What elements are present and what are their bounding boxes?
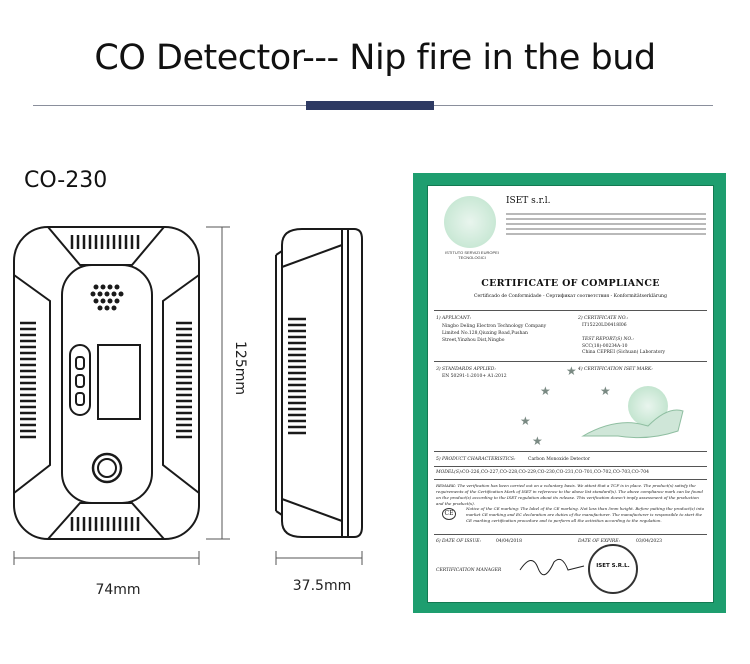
models-value: CO-226,CO-227,CO-228,CO-229,CO-230,CO-23… (462, 470, 649, 475)
front-faceplate (61, 264, 153, 504)
certificate-issuer: ISET s.r.l. (506, 196, 551, 206)
depth-dimension-label: 37.5mm (292, 578, 352, 594)
notice-text: Notice of the CE marking: The label of t… (466, 506, 705, 523)
product-value: Carbon Monoxide Detector (528, 457, 591, 462)
star-icon: ★ (520, 414, 531, 428)
model-label: CO-230 (24, 168, 108, 193)
star-icon: ★ (600, 384, 611, 398)
manager-label: CERTIFICATION MANAGER (436, 568, 502, 573)
test-button (91, 452, 123, 484)
width-dimension-label: 74mm (95, 582, 141, 598)
expire-date-label: DATE OF EXPIRE: (578, 539, 621, 544)
iset-badge-caption: ISTITUTO SERVIZI EUROPEI TECNOLOGICI (445, 250, 499, 260)
title-accent-bar (306, 101, 434, 110)
issue-date-label: 6) DATE OF ISSUE: (436, 539, 482, 544)
models-label: MODEL(S): (436, 470, 463, 475)
stamp-text: ISET S.R.L. (596, 563, 630, 569)
test-reports-value: SCC(18)-00234A-10 (582, 344, 628, 349)
expire-date-value: 03/04/2023 (636, 539, 662, 544)
standards-value: EN 50291-1:2010+ A1:2012 (442, 374, 507, 379)
manager-signature (519, 558, 585, 576)
certificate-no-value: IT15220LD0418I06 (582, 323, 627, 328)
page-title: CO Detector--- Nip fire in the bud (94, 38, 656, 78)
applicant-label: 1) APPLICANT: (436, 316, 472, 321)
certificate-page: ISTITUTO SERVIZI EUROPEI TECNOLOGICI ISE… (427, 185, 714, 603)
product-label: 5) PRODUCT CHARACTERISTICS: (436, 457, 516, 462)
front-view-drawing (13, 226, 230, 565)
speaker-grille (90, 284, 124, 311)
applicant-value: Ningbo Deling Electron Technology Compan… (442, 324, 547, 343)
official-stamp: ISET S.R.L. (588, 544, 638, 594)
front-housing-outline (13, 226, 200, 540)
lab-name: China CEPREI (Sichuan) Laboratory (582, 350, 666, 355)
issue-date-value: 04/04/2018 (496, 539, 522, 544)
height-dimension-label: 125mm (232, 341, 248, 395)
issuer-address-block (506, 210, 706, 248)
side-view-drawing (275, 228, 363, 565)
star-icon: ★ (540, 384, 551, 398)
remark-text: REMARK: The verification has been carrie… (436, 483, 703, 506)
certificate-no-label: 2) CERTIFICATE NO.: (578, 316, 629, 321)
star-icon: ★ (566, 364, 577, 378)
certificate-subtitle: Certificado de Conformidade - Сертификат… (474, 294, 667, 299)
ce-mark-icon: CE (442, 508, 456, 520)
certificate-title: CERTIFICATE OF COMPLIANCE (481, 278, 660, 289)
compliance-certificate-image: ISTITUTO SERVIZI EUROPEI TECNOLOGICI ISE… (413, 173, 726, 613)
side-housing-outline (281, 228, 363, 538)
mark-label: 4) CERTIFICATION ISET MARK: (578, 367, 653, 372)
iset-logo-icon (444, 196, 496, 248)
lcd-display (97, 344, 141, 420)
standards-label: 3) STANDARDS APPLIED: (436, 367, 496, 372)
star-icon: ★ (532, 434, 543, 448)
test-reports-label: TEST REPORT(S) NO.: (582, 337, 634, 342)
indicator-lights (69, 344, 91, 416)
watermark-map-icon (581, 409, 684, 439)
